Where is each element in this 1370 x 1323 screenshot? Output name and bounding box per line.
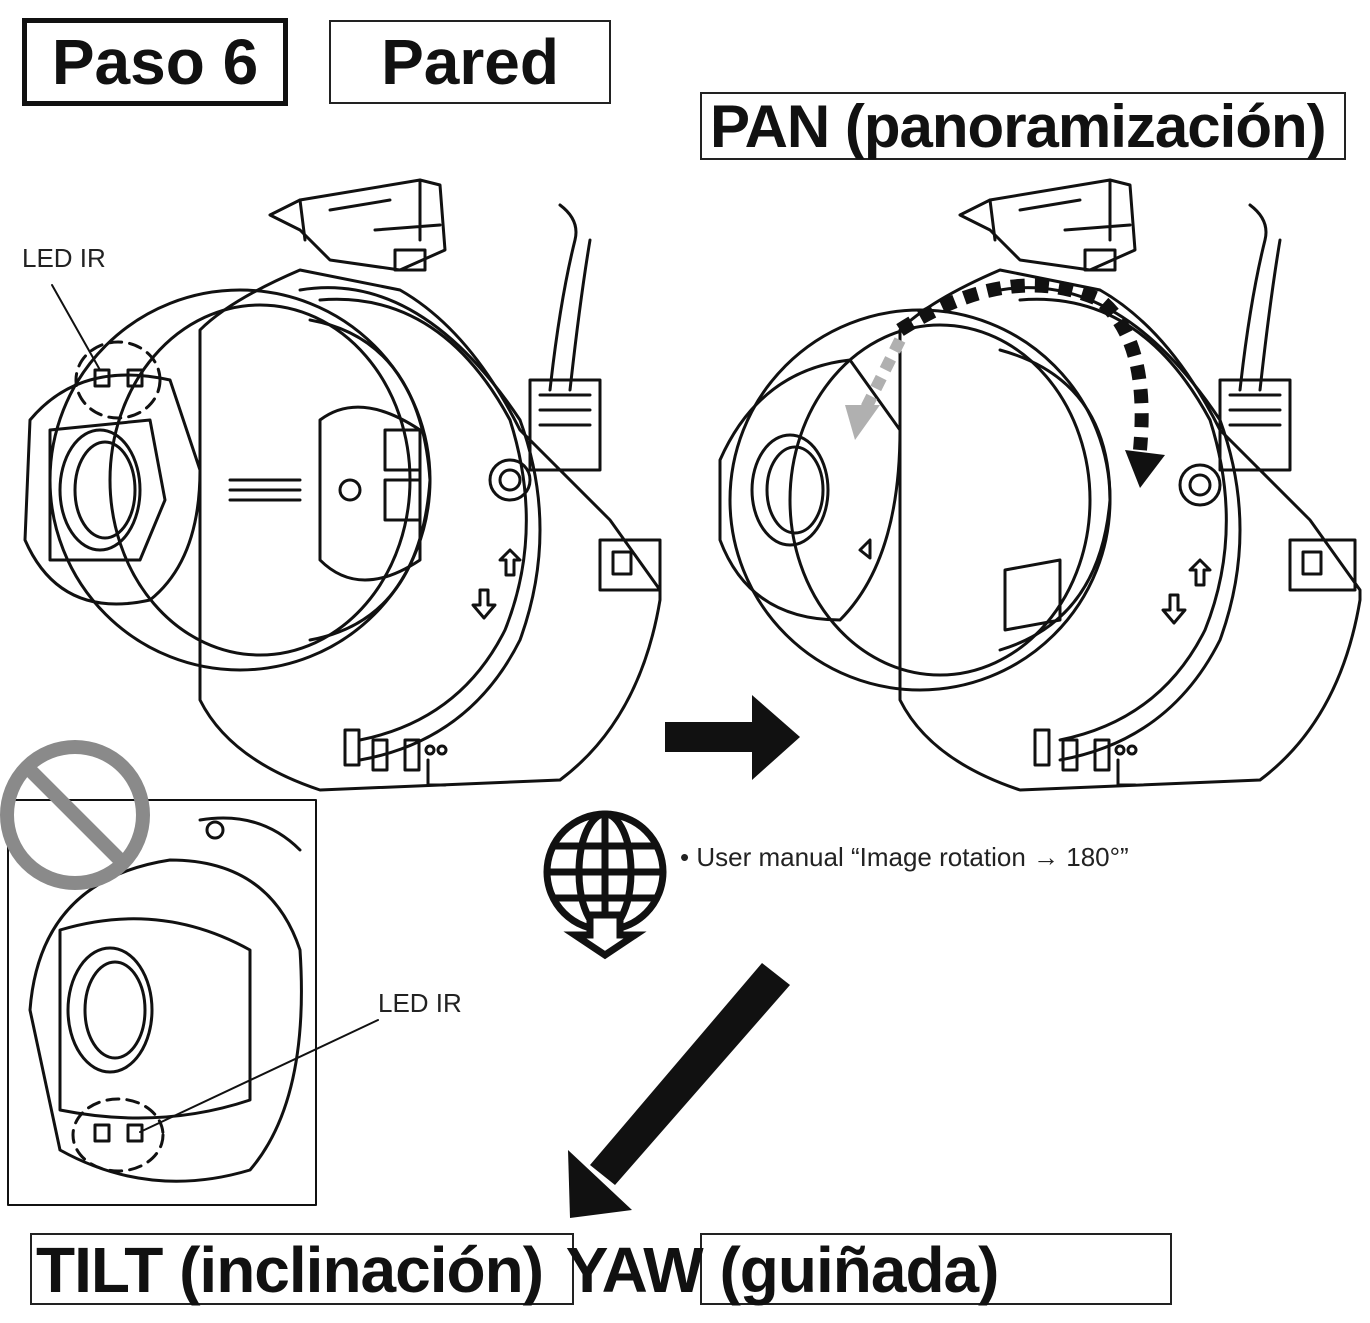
camera-left [23,178,662,792]
right-arrow [665,695,800,780]
yaw-box [700,1233,1172,1305]
led-ir-label-bottom: LED IR [378,988,462,1018]
footer-titles: TILT (inclinación) YAW (guiñada) [36,1228,1000,1312]
user-manual-note: • User manual “Image rotation → 180°” [680,842,1129,872]
pan-title: PAN (panoramización) [700,92,1346,160]
step-title: Paso 6 [22,18,288,106]
globe-download-icon [543,810,667,960]
pan-arrowhead [1125,450,1165,488]
prohibited-icon [0,740,150,890]
camera-right [718,178,1362,792]
camera-inset [7,799,379,1206]
tilt-title: TILT (inclinación) [36,1234,544,1306]
diagonal-down-arrow [568,963,790,1218]
led-ir-label-top: LED IR [22,243,106,273]
location-title: Pared [329,20,611,104]
yaw-title: YAW (guiñada) [565,1234,1000,1306]
tilt-box [30,1233,574,1305]
